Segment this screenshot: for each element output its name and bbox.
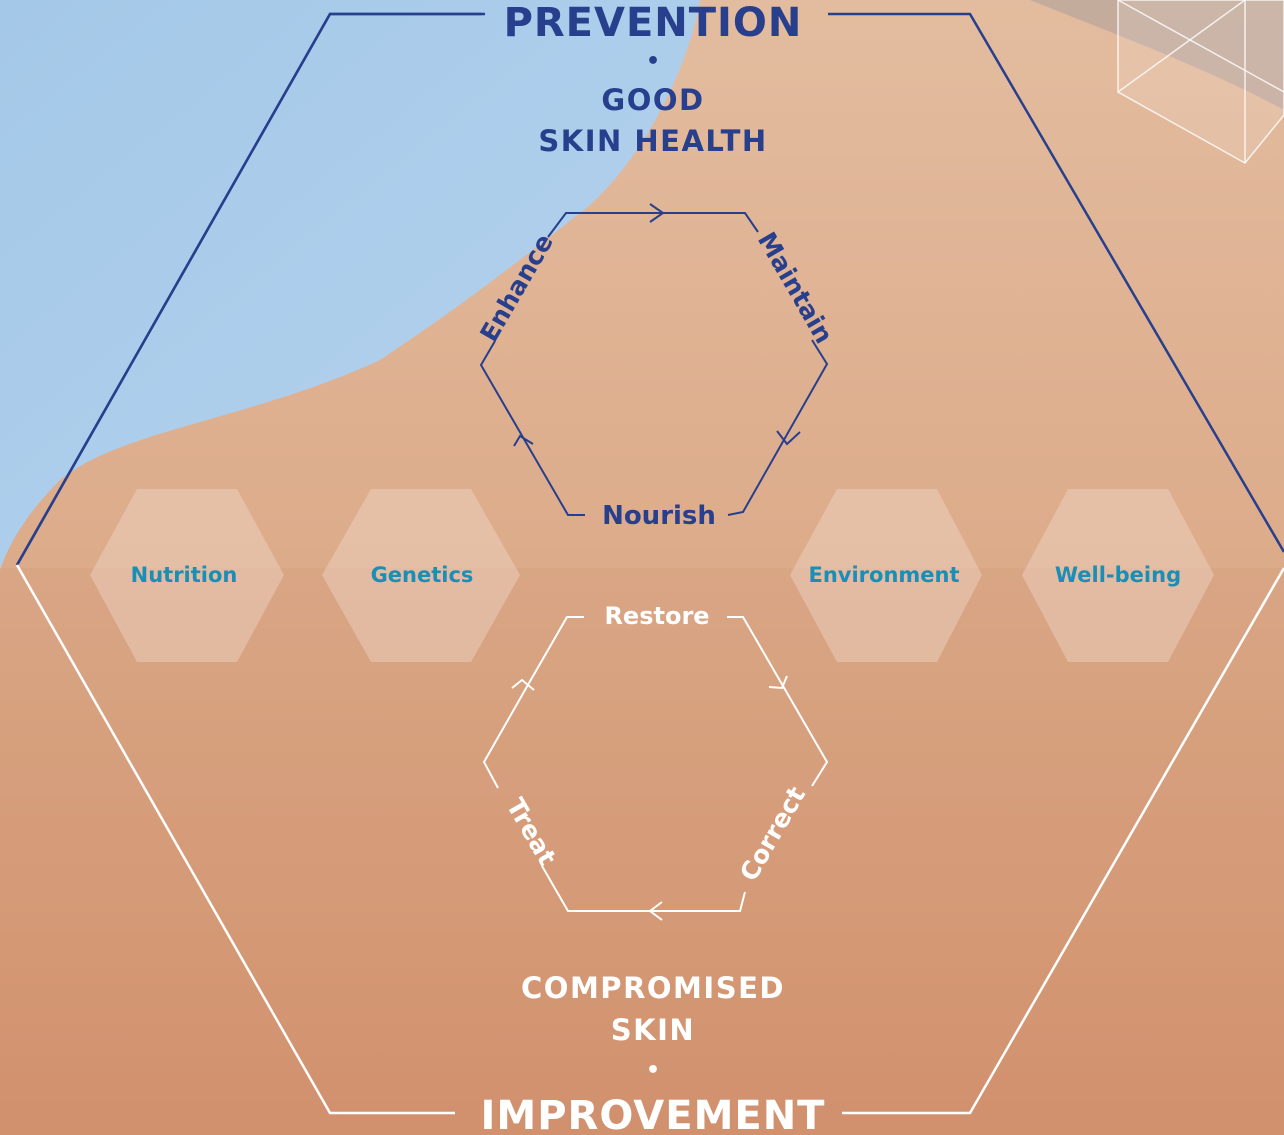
factor-label-well-being: Well-being bbox=[1055, 563, 1181, 587]
factor-label-nutrition: Nutrition bbox=[131, 563, 238, 587]
good-skin-health-line2: SKIN HEALTH bbox=[538, 124, 767, 158]
factor-label-environment: Environment bbox=[808, 563, 959, 587]
compromised-skin-line1: COMPROMISED bbox=[521, 971, 785, 1005]
prevention-title: PREVENTION bbox=[504, 0, 803, 46]
factor-label-genetics: Genetics bbox=[371, 563, 474, 587]
improvement-title: IMPROVEMENT bbox=[481, 1093, 826, 1135]
prevention-bullet: • bbox=[646, 49, 660, 74]
cycle-label-restore: Restore bbox=[604, 602, 709, 630]
improvement-bullet: • bbox=[646, 1058, 660, 1083]
good-skin-health-line1: GOOD bbox=[601, 83, 704, 117]
compromised-skin-line2: SKIN bbox=[611, 1013, 695, 1047]
cycle-label-nourish: Nourish bbox=[602, 501, 716, 531]
